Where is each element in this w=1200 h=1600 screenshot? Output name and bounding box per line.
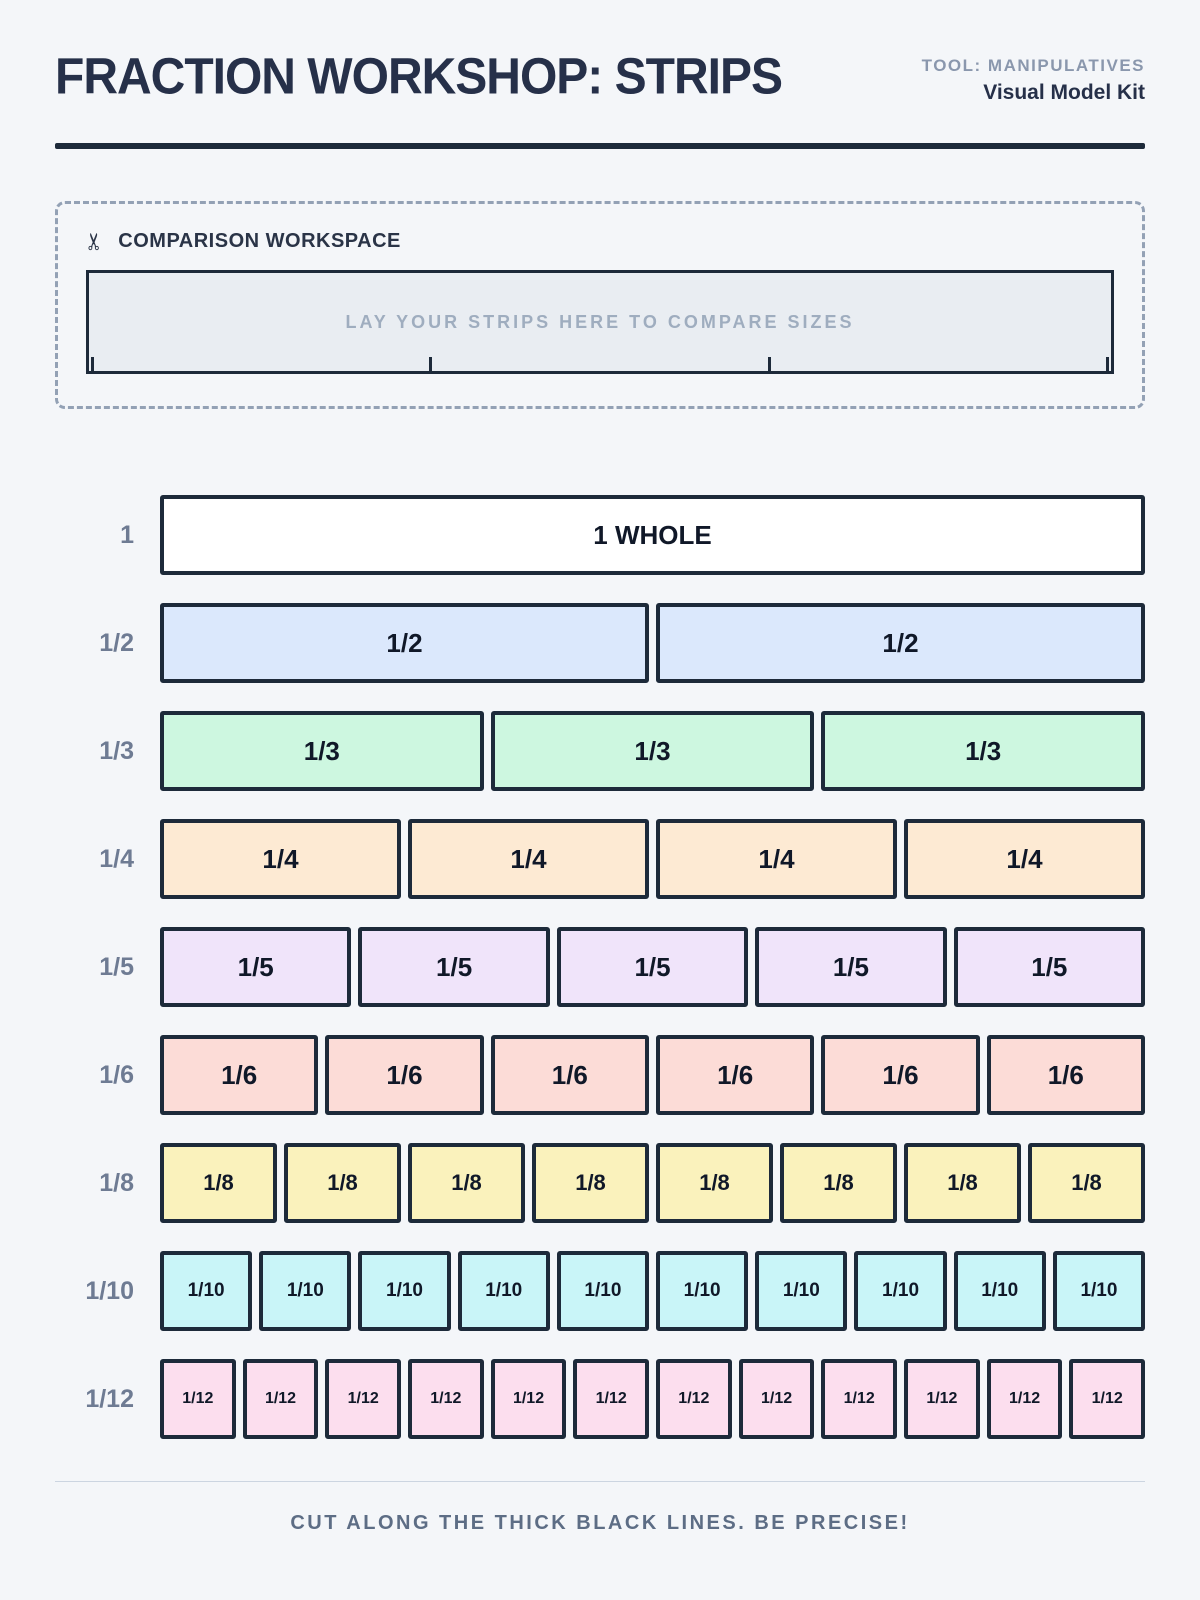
page-title: FRACTION WORKSHOP: STRIPS [55, 48, 783, 105]
fraction-segment[interactable]: 1/12 [160, 1359, 236, 1439]
fraction-segment[interactable]: 1/6 [821, 1035, 980, 1115]
fraction-row: 1 1 WHOLE [55, 495, 1145, 575]
fraction-segment[interactable]: 1/10 [358, 1251, 451, 1331]
fraction-segment[interactable]: 1/10 [656, 1251, 749, 1331]
fraction-segment[interactable]: 1/10 [160, 1251, 253, 1331]
comparison-tray[interactable]: LAY YOUR STRIPS HERE TO COMPARE SIZES [86, 270, 1114, 374]
row-label: 1/12 [85, 1384, 134, 1413]
fraction-segment[interactable]: 1/10 [1052, 1251, 1146, 1331]
fraction-segment[interactable]: 1/3 [160, 711, 484, 791]
fraction-segment[interactable]: 1/10 [556, 1251, 650, 1331]
fraction-segment[interactable]: 1/10 [457, 1251, 550, 1331]
fraction-segment[interactable]: 1/8 [780, 1143, 897, 1223]
fraction-segment[interactable]: 1 WHOLE [160, 495, 1145, 575]
fraction-segment[interactable]: 1/6 [325, 1035, 484, 1115]
fraction-segment[interactable]: 1/5 [556, 927, 749, 1007]
row-label: 1/3 [99, 736, 134, 765]
fraction-segment[interactable]: 1/10 [755, 1251, 848, 1331]
fraction-segment[interactable]: 1/12 [656, 1359, 732, 1439]
row-label: 1 [120, 520, 134, 549]
workspace-title: COMPARISON WORKSPACE [118, 230, 401, 252]
fraction-segment[interactable]: 1/4 [904, 819, 1145, 899]
fraction-segment[interactable]: 1/2 [160, 603, 649, 683]
fraction-segment[interactable]: 1/8 [1028, 1143, 1145, 1223]
fraction-segment[interactable]: 1/2 [656, 603, 1145, 683]
fraction-segment[interactable]: 1/5 [160, 927, 352, 1007]
fraction-segment[interactable]: 1/8 [532, 1143, 649, 1223]
row-label: 1/8 [99, 1168, 134, 1197]
row-label: 1/6 [99, 1060, 134, 1089]
header: FRACTION WORKSHOP: STRIPS TOOL: MANIPULA… [55, 48, 1145, 105]
fraction-segment[interactable]: 1/6 [986, 1035, 1145, 1115]
tray-tick [428, 357, 432, 371]
fraction-segment[interactable]: 1/12 [1069, 1359, 1146, 1439]
tool-label: TOOL: MANIPULATIVES [921, 56, 1145, 75]
comparison-workspace: ✂ COMPARISON WORKSPACE LAY YOUR STRIPS H… [55, 201, 1145, 409]
fraction-segment[interactable]: 1/4 [656, 819, 897, 899]
fraction-segment[interactable]: 1/10 [953, 1251, 1046, 1331]
strip-1: 1 WHOLE [160, 495, 1145, 575]
fraction-segment[interactable]: 1/12 [325, 1359, 402, 1439]
fraction-segment[interactable]: 1/10 [259, 1251, 352, 1331]
fraction-segment[interactable]: 1/6 [160, 1035, 319, 1115]
fraction-segment[interactable]: 1/3 [490, 711, 815, 791]
fraction-worksheet: FRACTION WORKSHOP: STRIPS TOOL: MANIPULA… [55, 48, 1146, 1534]
scissors-icon: ✂ [82, 231, 109, 252]
fraction-segment[interactable]: 1/12 [821, 1359, 898, 1439]
fraction-segment[interactable]: 1/6 [490, 1035, 649, 1115]
workspace-header: ✂ COMPARISON WORKSPACE [82, 230, 1114, 253]
fraction-segment[interactable]: 1/4 [408, 819, 649, 899]
fraction-segment[interactable]: 1/10 [854, 1251, 947, 1331]
tray-placeholder: LAY YOUR STRIPS HERE TO COMPARE SIZES [345, 311, 855, 332]
tray-tick [1106, 357, 1109, 371]
fraction-segment[interactable]: 1/12 [738, 1359, 815, 1439]
fraction-segment[interactable]: 1/12 [242, 1359, 319, 1439]
fraction-segment[interactable]: 1/5 [755, 927, 947, 1007]
footer-divider [55, 1481, 1145, 1482]
fraction-segment[interactable]: 1/8 [160, 1143, 277, 1223]
tray-tick [768, 357, 772, 371]
row-label: 1/2 [99, 628, 134, 657]
fraction-segment[interactable]: 1/12 [573, 1359, 650, 1439]
fraction-segment[interactable]: 1/4 [160, 819, 401, 899]
fraction-segment[interactable]: 1/6 [655, 1035, 815, 1115]
fraction-segment[interactable]: 1/12 [490, 1359, 567, 1439]
row-label: 1/10 [85, 1276, 134, 1305]
footer-note: CUT ALONG THE THICK BLACK LINES. BE PREC… [290, 1512, 910, 1534]
fraction-segment[interactable]: 1/3 [821, 711, 1146, 791]
fraction-segment[interactable]: 1/5 [358, 927, 550, 1007]
header-meta: TOOL: MANIPULATIVES Visual Model Kit [922, 52, 1145, 105]
fraction-segment[interactable]: 1/8 [656, 1143, 773, 1223]
row-label: 1/4 [99, 844, 134, 873]
fraction-segment[interactable]: 1/5 [953, 927, 1146, 1007]
fraction-segment[interactable]: 1/8 [408, 1143, 525, 1223]
row-label: 1/5 [99, 952, 134, 981]
fraction-segment[interactable]: 1/12 [986, 1359, 1063, 1439]
fraction-segment[interactable]: 1/12 [904, 1359, 980, 1439]
fraction-segment[interactable]: 1/8 [284, 1143, 401, 1223]
fraction-segment[interactable]: 1/8 [904, 1143, 1021, 1223]
tray-tick [91, 357, 94, 371]
header-divider [55, 143, 1145, 149]
kit-label: Visual Model Kit [983, 81, 1145, 104]
fraction-segment[interactable]: 1/12 [408, 1359, 484, 1439]
